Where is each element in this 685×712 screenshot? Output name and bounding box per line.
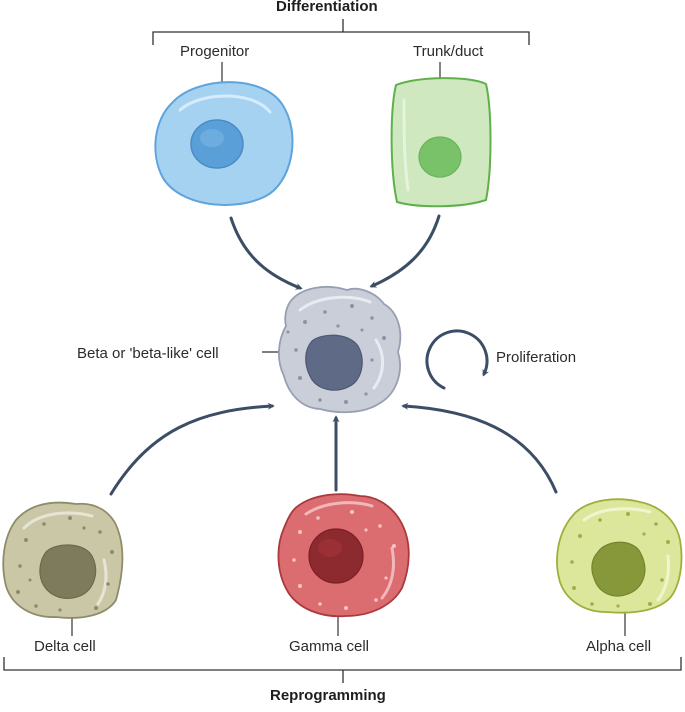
alpha-cell — [556, 498, 683, 614]
progenitor-label: Progenitor — [180, 43, 250, 60]
gamma-cell-label: Gamma cell — [289, 638, 370, 655]
progenitor-cell — [154, 81, 294, 206]
differentiation-title: Differentiation — [276, 0, 378, 15]
beta-cell — [278, 285, 402, 414]
delta-cell — [2, 501, 124, 619]
label-leaders — [71, 62, 626, 636]
beta-cell-label: Beta or 'beta-like' cell — [77, 345, 219, 362]
arrow-trunk-to-beta — [369, 214, 441, 288]
proliferation-label: Proliferation — [496, 349, 577, 366]
trunk-duct-label: Trunk/duct — [413, 43, 484, 60]
differentiation-bracket — [152, 19, 530, 45]
reprogramming-title: Reprogramming — [270, 687, 386, 704]
trunk-duct-cell — [390, 77, 492, 208]
arrow-delta-to-beta — [109, 402, 275, 496]
proliferation-cycle-arrow — [425, 329, 489, 390]
arrow-alpha-to-beta — [401, 402, 558, 494]
gamma-cell — [277, 493, 410, 618]
delta-cell-label: Delta cell — [34, 638, 96, 655]
alpha-cell-label: Alpha cell — [586, 638, 652, 655]
reprogramming-bracket — [3, 657, 682, 683]
arrow-progenitor-to-beta — [229, 216, 303, 290]
